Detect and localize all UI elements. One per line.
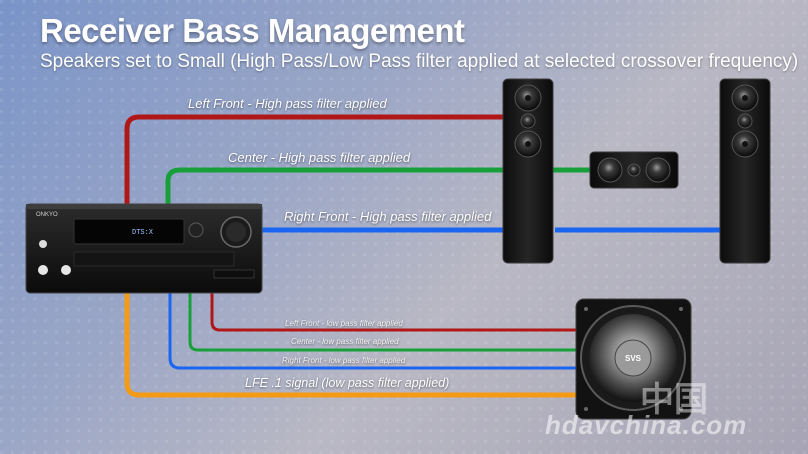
- subwoofer: SVS: [575, 298, 692, 420]
- receiver-brand: ONKYO: [36, 212, 58, 218]
- label-right-front-highpass: Right Front - High pass filter applied: [284, 209, 492, 224]
- label-left-front-highpass: Left Front - High pass filter applied: [188, 96, 387, 111]
- wire-right-front-lowpass: [168, 290, 580, 370]
- center-speaker: [589, 151, 679, 189]
- right-front-speaker: [719, 78, 771, 264]
- watermark-chinese: 中国: [640, 381, 708, 419]
- label-left-front-lowpass: Left Front - low pass filter applied: [285, 319, 403, 328]
- page-subtitle: Speakers set to Small (High Pass/Low Pas…: [40, 51, 799, 72]
- label-center-lowpass: Center - low pass filter applied: [291, 337, 399, 346]
- wire-left-front-highpass: [124, 114, 512, 205]
- subwoofer-badge: SVS: [625, 354, 642, 363]
- watermark-logo: hdavchina.com: [545, 410, 748, 440]
- left-front-speaker: [502, 78, 554, 264]
- label-right-front-lowpass: Right Front - low pass filter applied: [282, 356, 406, 365]
- wire-lfe-lowpass: [124, 290, 580, 398]
- av-receiver: ONKYO DTS:X: [25, 203, 263, 294]
- wire-left-front-lowpass: [210, 290, 580, 332]
- label-lfe-lowpass: LFE .1 signal (low pass filter applied): [245, 376, 450, 390]
- label-center-highpass: Center - High pass filter applied: [228, 150, 411, 165]
- receiver-display: DTS:X: [132, 229, 154, 237]
- page-title: Receiver Bass Management: [40, 12, 465, 49]
- wire-center-lowpass: [188, 290, 580, 352]
- wire-center-highpass: [165, 167, 598, 205]
